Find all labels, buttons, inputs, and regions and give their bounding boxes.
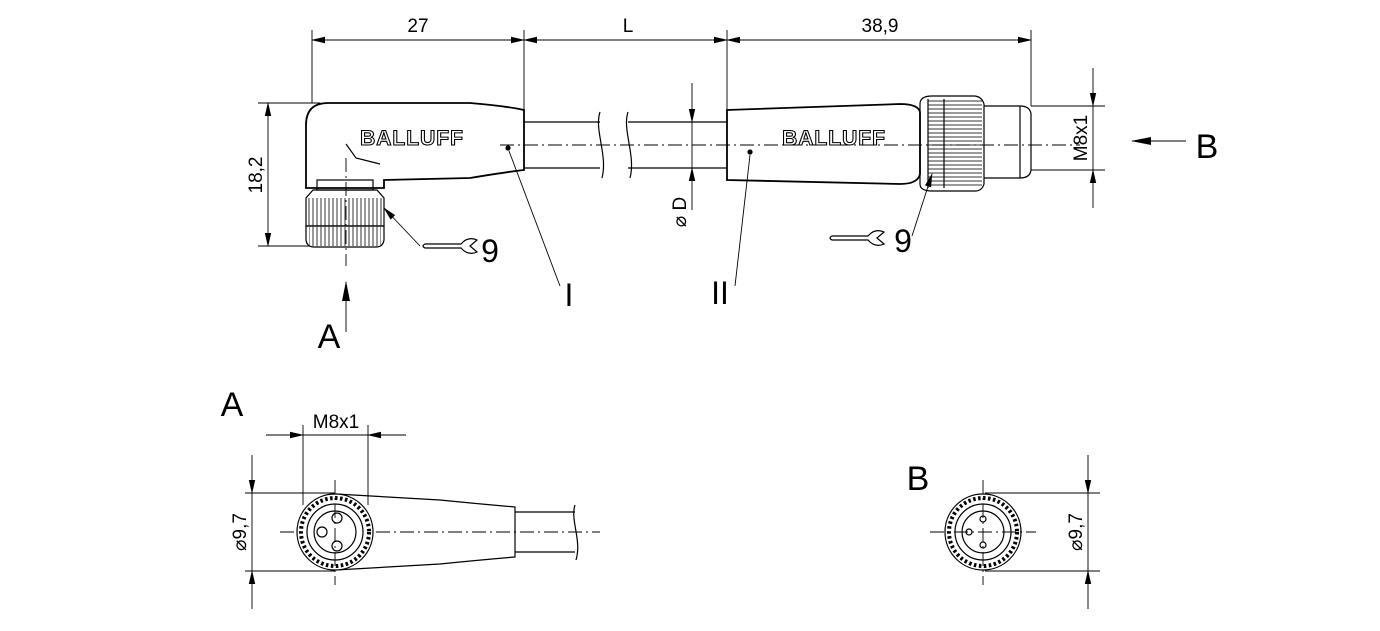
height-dimension: 18,2: [246, 102, 320, 247]
view-arrow-b: B: [1131, 128, 1219, 166]
view-b: B ⌀9,7: [907, 455, 1100, 609]
part-label-two: II: [711, 275, 729, 311]
view-b-title: B: [907, 460, 930, 498]
leader-part-one: I: [508, 150, 574, 313]
view-a-title: A: [221, 386, 244, 424]
dim-right-length: 38,9: [862, 16, 899, 37]
view-a: A M8x1 ⌀9,7: [221, 386, 600, 609]
dim-cable-length: L: [623, 16, 634, 37]
thread-dimension-right: M8x1: [1031, 68, 1105, 208]
dim-thread-right: M8x1: [1071, 115, 1092, 161]
wrench-right: 9: [829, 173, 933, 259]
part-label-one: I: [565, 277, 574, 313]
view-arrow-b-label: B: [1196, 128, 1219, 166]
dim-left-length: 27: [407, 16, 428, 37]
view-arrow-a-label: A: [318, 318, 341, 356]
dim-diameter-view-b: ⌀9,7: [1066, 513, 1087, 551]
wrench-size-left: 9: [481, 233, 499, 269]
leader-part-two: II: [711, 154, 751, 311]
cable: ⌀ D: [500, 83, 1080, 227]
dim-height: 18,2: [246, 157, 267, 194]
brand-logo-right: BALLUFF: [782, 127, 886, 150]
dim-thread-view-a: M8x1: [313, 412, 359, 433]
wrench-left: 9: [383, 207, 499, 269]
straight-connector-body: BALLUFF: [726, 103, 921, 185]
dim-diameter-view-a: ⌀9,7: [230, 513, 251, 551]
dim-cable-diameter: ⌀ D: [670, 197, 691, 227]
marker-dot-left: [505, 145, 511, 151]
brand-logo-left: BALLUFF: [360, 127, 464, 150]
angled-connector-body: BALLUFF: [305, 102, 525, 189]
right-coupling-nut: [919, 95, 1032, 192]
marker-dot-right: [747, 149, 753, 155]
top-dimension-chain: 27 L 38,9: [311, 16, 1032, 110]
wrench-size-right: 9: [894, 223, 912, 259]
left-coupling-nut: A: [305, 158, 385, 356]
